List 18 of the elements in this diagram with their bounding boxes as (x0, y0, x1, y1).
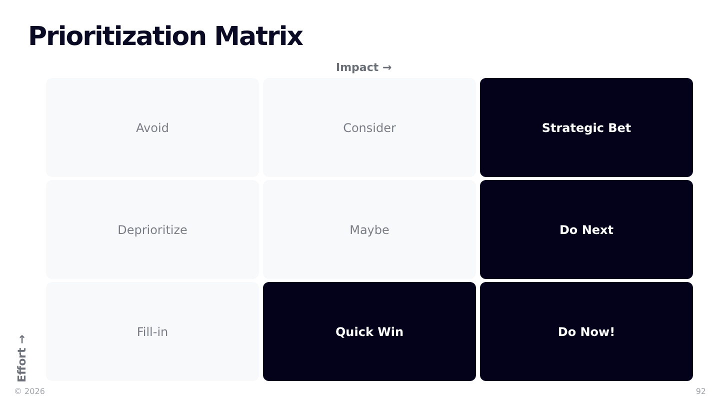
matrix-cell (480, 78, 693, 177)
title: Prioritization Matrix (28, 22, 303, 52)
cell-label: Do Next (559, 222, 614, 236)
matrix-cell (480, 180, 693, 279)
cell-label: Maybe (350, 222, 390, 236)
cell-label: Fill-in (136, 324, 168, 338)
cell-label: Quick Win (335, 324, 404, 338)
axis-label: Impact → (336, 61, 392, 74)
cell-label: Consider (343, 120, 396, 134)
footer-text: © 2026 (14, 387, 45, 396)
cell-label: Deprioritize (118, 222, 188, 236)
matrix-cell (263, 282, 476, 381)
page-number: 92 (696, 387, 706, 396)
cell-label: Do Now! (558, 324, 616, 338)
cell-label: Strategic Bet (542, 120, 632, 134)
cell-label: Avoid (136, 120, 169, 134)
matrix-cell (480, 282, 693, 381)
axis-label: Effort → (15, 334, 28, 382)
